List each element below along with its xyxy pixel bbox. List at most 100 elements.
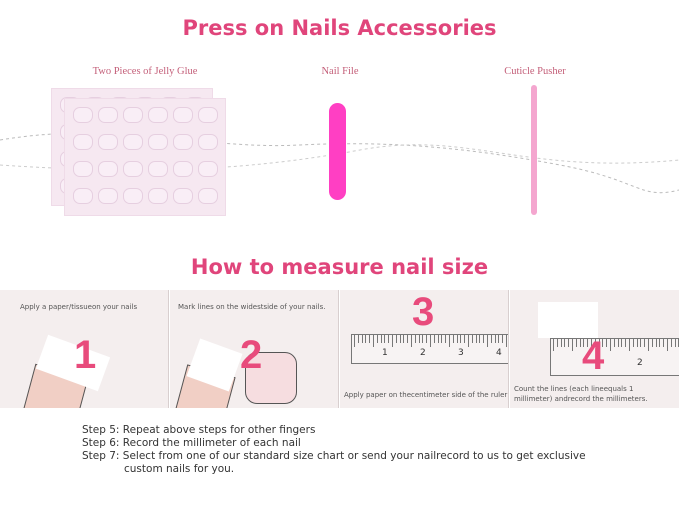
- ruler-tick: [354, 335, 355, 347]
- ruler-tick: [556, 339, 558, 347]
- ruler-tick: [564, 339, 566, 347]
- ruler-tick: [475, 335, 477, 343]
- ruler-tick: [613, 339, 615, 347]
- glue-tab: [98, 188, 118, 204]
- glue-tab: [73, 188, 93, 204]
- ruler: [550, 338, 679, 376]
- ruler-tick: [651, 339, 653, 347]
- ruler-tick: [456, 335, 458, 343]
- nail-illustration: [245, 352, 297, 404]
- ruler-tick: [479, 335, 481, 343]
- nail-file-image: [329, 103, 346, 200]
- glue-tab: [73, 161, 93, 177]
- ruler-tick: [433, 335, 435, 343]
- glue-tab: [73, 107, 93, 123]
- ruler-tick: [648, 339, 649, 351]
- steps-list: Step 5: Repeat above steps for other fin…: [82, 424, 612, 476]
- accessories-title: Press on Nails Accessories: [182, 16, 497, 40]
- ruler-tick: [591, 339, 592, 351]
- ruler-tick: [490, 335, 492, 343]
- step-number: 4: [582, 334, 605, 378]
- step-panel-4: 2 4 Count the lines (each lineequals 1 m…: [510, 290, 679, 408]
- ruler-tick: [610, 339, 611, 351]
- nail-file-label: Nail File: [321, 66, 359, 77]
- ruler-tick: [579, 339, 581, 347]
- ruler-tick: [369, 335, 371, 343]
- ruler-tick: [587, 339, 589, 347]
- glue-tab: [123, 161, 143, 177]
- glue-tab: [148, 134, 168, 150]
- ruler-tick: [380, 335, 382, 343]
- glue-tab: [148, 188, 168, 204]
- ruler-tick: [502, 335, 504, 343]
- glue-tab: [123, 134, 143, 150]
- ruler-tick: [621, 339, 623, 347]
- ruler-tick: [411, 335, 412, 347]
- ruler-tick: [583, 339, 585, 347]
- glue-tab: [73, 134, 93, 150]
- glue-tab: [173, 107, 193, 123]
- ruler-tick: [441, 335, 443, 343]
- ruler-tick: [449, 335, 450, 347]
- cuticle-pusher-image: [531, 85, 537, 215]
- ruler-tick: [606, 339, 608, 347]
- ruler-tick: [373, 335, 374, 347]
- glue-tab: [173, 134, 193, 150]
- ruler-tick: [560, 339, 562, 347]
- glue-tab: [98, 107, 118, 123]
- ruler-tick: [471, 335, 473, 343]
- ruler-tick: [572, 339, 573, 351]
- ruler-tick: [636, 339, 638, 347]
- ruler-tick: [632, 339, 634, 347]
- ruler-tick: [568, 339, 570, 347]
- ruler-tick: [663, 339, 665, 347]
- ruler-tick: [598, 339, 600, 347]
- glue-tab: [123, 188, 143, 204]
- ruler-tick: [388, 335, 390, 343]
- glue-tab: [98, 161, 118, 177]
- step-number: 2: [240, 333, 263, 377]
- jelly-glue-label: Two Pieces of Jelly Glue: [92, 66, 198, 77]
- ruler-tick: [426, 335, 428, 343]
- ruler-tick: [468, 335, 469, 347]
- ruler-tick: [617, 339, 619, 347]
- step-number: 1: [74, 333, 97, 377]
- panel-text: Apply paper on thecentimeter side of the…: [344, 391, 508, 399]
- ruler-tick: [392, 335, 393, 347]
- ruler-tick: [399, 335, 401, 343]
- ruler-tick: [376, 335, 378, 343]
- ruler-tick: [430, 335, 431, 347]
- ruler-tick: [553, 339, 554, 351]
- ruler-tick: [407, 335, 409, 343]
- glue-tab: [173, 161, 193, 177]
- jelly-glue-sheet: [64, 98, 226, 216]
- ruler-tick: [659, 339, 661, 347]
- ruler-tick: [452, 335, 454, 343]
- ruler-tick: [644, 339, 646, 347]
- ruler-tick: [437, 335, 439, 343]
- glue-tab: [148, 161, 168, 177]
- ruler-tick: [357, 335, 359, 343]
- ruler-tick: [625, 339, 627, 347]
- step-6: Step 6: Record the millimeter of each na…: [82, 437, 301, 449]
- ruler-tick: [667, 339, 668, 351]
- panel-text: Mark lines on the widestside of your nai…: [178, 303, 326, 311]
- measure-title: How to measure nail size: [190, 255, 489, 279]
- ruler-tick: [361, 335, 363, 343]
- glue-tab: [198, 161, 218, 177]
- panel-text: Apply a paper/tissueon your nails: [20, 303, 138, 311]
- ruler-tick: [418, 335, 420, 343]
- ruler-tick: [487, 335, 488, 347]
- paper-illustration: [538, 302, 598, 338]
- ruler-tick: [384, 335, 386, 343]
- ruler-tick: [498, 335, 500, 343]
- ruler-tick: [629, 339, 630, 351]
- ruler-tick: [575, 339, 577, 347]
- panel-text: Count the lines (each lineequals 1 milli…: [514, 385, 648, 403]
- ruler-label: 2: [420, 348, 426, 358]
- glue-tab: [198, 188, 218, 204]
- ruler-tick: [655, 339, 657, 347]
- ruler: [351, 334, 508, 364]
- ruler-tick: [403, 335, 405, 343]
- ruler-label: 3: [458, 348, 464, 358]
